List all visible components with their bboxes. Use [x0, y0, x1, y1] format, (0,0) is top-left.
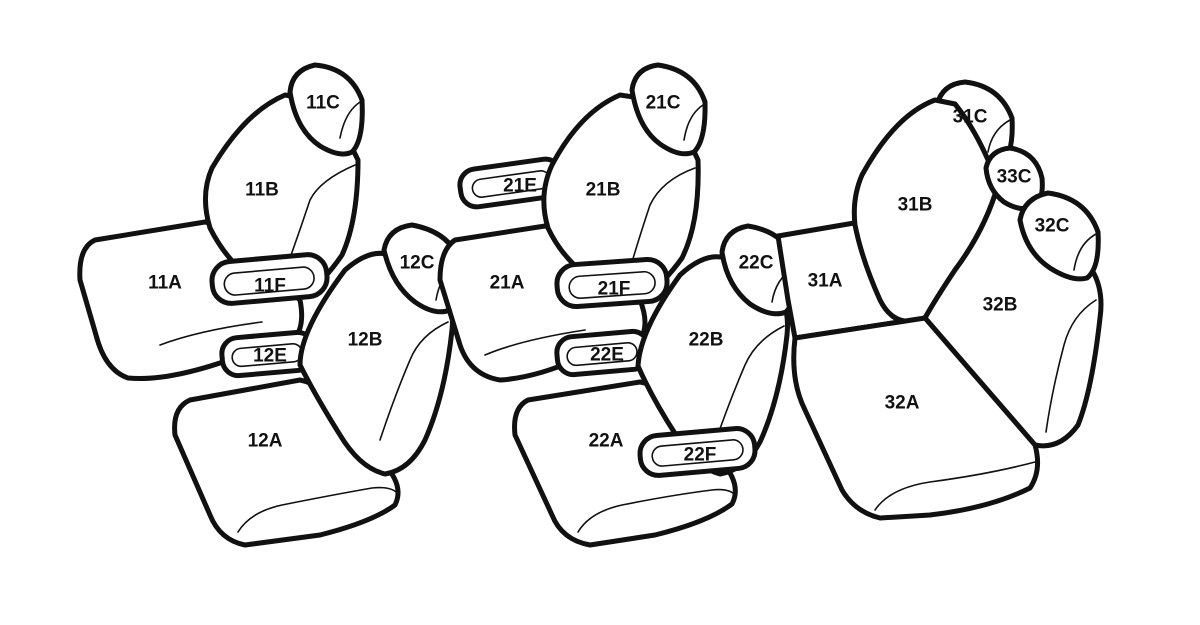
- part-11F-seam: [223, 266, 315, 296]
- label-32C: 32C: [1035, 216, 1070, 237]
- part-21C-headrest: [629, 62, 708, 157]
- label-22A: 22A: [589, 431, 624, 452]
- label-12A: 12A: [248, 431, 283, 452]
- seat-22: 22A 22B 22C 22E 22F: [512, 223, 799, 548]
- label-21C: 21C: [646, 93, 681, 114]
- part-21B-seam: [631, 167, 696, 263]
- part-22F-seam: [651, 439, 744, 467]
- label-22B: 22B: [689, 330, 724, 351]
- part-32A-cushion: [791, 315, 1041, 521]
- part-11B-seam: [289, 164, 356, 259]
- label-21B: 21B: [586, 180, 621, 201]
- label-11A: 11A: [148, 273, 182, 294]
- part-32B-seam: [1045, 299, 1097, 433]
- seat-row-3-bench: 31A 31B 31C 32A 32B 32C 33C: [775, 79, 1104, 521]
- label-22E: 22E: [590, 345, 624, 366]
- label-22C: 22C: [739, 253, 774, 274]
- label-21F: 21F: [598, 279, 631, 300]
- part-21F-seam: [568, 270, 656, 300]
- part-32C-seam: [1073, 233, 1097, 271]
- part-32A-seam: [874, 461, 1036, 511]
- part-12A-seam: [237, 486, 399, 533]
- part-11C-headrest: [287, 62, 365, 157]
- label-21E: 21E: [503, 176, 537, 197]
- label-12C: 12C: [400, 253, 435, 274]
- part-12B-seam: [379, 321, 449, 441]
- seat-11: 11A 11B 11C 11F: [77, 62, 365, 381]
- part-32C-headrest: [1017, 190, 1101, 282]
- label-11C: 11C: [306, 93, 340, 114]
- label-32B: 32B: [983, 295, 1018, 316]
- label-12E: 12E: [253, 346, 287, 367]
- part-11A-seam: [159, 321, 263, 346]
- label-11B: 11B: [245, 180, 279, 201]
- part-11C-seam: [339, 101, 361, 139]
- label-33C: 33C: [997, 167, 1032, 188]
- part-22B-seam: [715, 325, 785, 441]
- part-31C-seam: [987, 119, 1011, 153]
- label-11F: 11F: [254, 276, 286, 297]
- label-31A: 31A: [808, 271, 843, 292]
- label-31B: 31B: [898, 195, 933, 216]
- label-31C: 31C: [953, 107, 988, 128]
- part-22E-seam: [566, 342, 638, 367]
- seat-12: 12A 12B 12C 12E: [172, 222, 463, 548]
- label-12B: 12B: [348, 330, 383, 351]
- label-32A: 32A: [885, 393, 920, 414]
- part-21C-seam: [683, 104, 704, 141]
- part-22A-seam: [577, 488, 737, 533]
- label-21A: 21A: [490, 273, 525, 294]
- label-22F: 22F: [684, 445, 717, 466]
- part-21A-seam: [484, 329, 586, 356]
